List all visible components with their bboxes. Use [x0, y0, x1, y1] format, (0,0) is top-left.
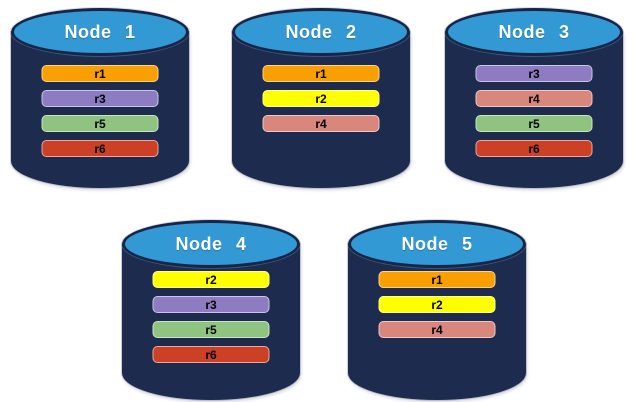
- replica-bar-r3: r3: [475, 65, 593, 82]
- db-node-4: Node 4 r2 r3 r5 r6: [122, 220, 300, 400]
- cylinder-top-ellipse: [122, 220, 300, 268]
- replica-list: r1 r2 r4: [378, 271, 496, 346]
- node-title: Node 5: [401, 233, 473, 254]
- replica-bar-r2: r2: [152, 271, 270, 288]
- node-title: Node 2: [285, 21, 357, 42]
- cylinder-top-ellipse: [348, 220, 526, 268]
- replica-bar-r6: r6: [41, 140, 159, 157]
- cylinder-body: [232, 32, 410, 188]
- replica-bar-r1: r1: [378, 271, 496, 288]
- replica-bar-r1: r1: [262, 65, 380, 82]
- replica-bar-r3: r3: [41, 90, 159, 107]
- cylinder-body: [11, 32, 189, 188]
- node-title: Node 3: [498, 21, 570, 42]
- db-node-3: Node 3 r3 r4 r5 r6: [445, 8, 623, 188]
- cylinder-top-ellipse: [11, 8, 189, 56]
- replica-bar-r5: r5: [152, 321, 270, 338]
- replica-bar-r2: r2: [378, 296, 496, 313]
- cylinder-body: [445, 32, 623, 188]
- db-node-5: Node 5 r1 r2 r4: [348, 220, 526, 400]
- node-title: Node 1: [64, 21, 136, 42]
- cylinder-top-ellipse: [232, 8, 410, 56]
- replica-bar-r5: r5: [475, 115, 593, 132]
- replica-list: r3 r4 r5 r6: [475, 65, 593, 165]
- replica-bar-r4: r4: [262, 115, 380, 132]
- replica-list: r1 r2 r4: [262, 65, 380, 140]
- replica-bar-r1: r1: [41, 65, 159, 82]
- replica-bar-r6: r6: [152, 346, 270, 363]
- replica-list: r2 r3 r5 r6: [152, 271, 270, 371]
- node-title: Node 4: [175, 233, 247, 254]
- replica-bar-r3: r3: [152, 296, 270, 313]
- cylinder-top-ellipse: [445, 8, 623, 56]
- replica-bar-r6: r6: [475, 140, 593, 157]
- replica-bar-r4: r4: [475, 90, 593, 107]
- replica-bar-r4: r4: [378, 321, 496, 338]
- replica-bar-r2: r2: [262, 90, 380, 107]
- replica-list: r1 r3 r5 r6: [41, 65, 159, 165]
- db-node-2: Node 2 r1 r2 r4: [232, 8, 410, 188]
- db-node-1: Node 1 r1 r3 r5 r6: [11, 8, 189, 188]
- replica-bar-r5: r5: [41, 115, 159, 132]
